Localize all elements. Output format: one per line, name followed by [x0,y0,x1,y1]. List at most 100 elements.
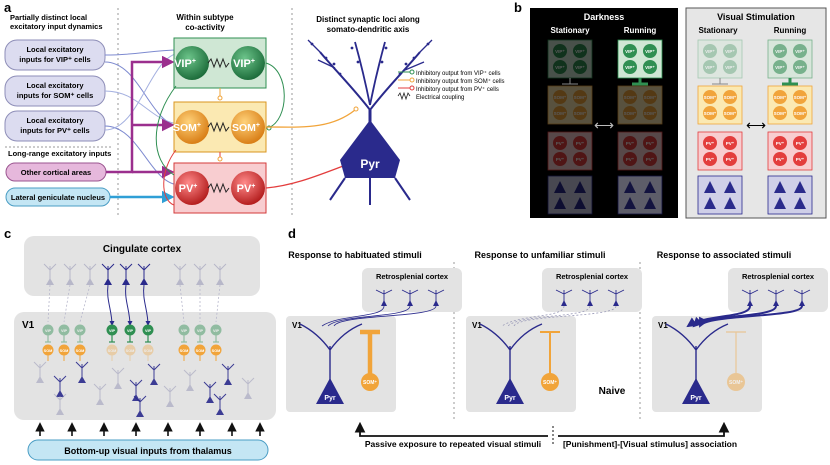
svg-text:SOM⁺: SOM⁺ [729,380,743,386]
retrosplenial-label: Retrosplenial cortex [376,272,449,281]
retro-soma [613,300,619,306]
svg-text:SOM: SOM [60,349,69,353]
c-som-cell: SOM [142,344,154,361]
panel-a-label: a [4,0,12,15]
pv-right-label: PV [237,183,252,195]
vip-cell-left [175,46,209,80]
svg-text:VIP: VIP [145,329,152,333]
svg-text:PV+: PV+ [179,183,198,195]
c-pyramidal-cell [241,377,255,399]
retrosplenial-label: Retrosplenial cortex [556,272,629,281]
d-som-cell: SOM⁺ [540,331,560,391]
panel-d-label: d [288,226,296,241]
svg-text:SOM: SOM [108,349,117,353]
b-vip-cell [773,60,787,74]
svg-text:SOM+: SOM+ [232,122,260,134]
b-som-cell-label: SOM⁺ [644,95,657,100]
b-cell-box-vip-3: VIP⁺VIP⁺VIP⁺VIP⁺ [767,39,813,79]
lgn-label: Lateral geniculate nucleus [11,193,105,202]
b-som-cell-label: SOM⁺ [574,111,587,116]
b-pv-cell-label: PV⁺ [556,157,565,162]
c-pyramidal-cell [193,263,207,285]
b-som-cell [623,106,637,120]
c-pyramidal-cell [33,361,47,383]
c-pyramidal-cell [63,263,77,285]
b-pv-cell-label: PV⁺ [646,157,655,162]
b-pyr-cell [774,181,786,193]
visual-stim-title: Visual Stimulation [717,12,795,22]
retrosplenial-box [542,268,642,312]
vip-left-plus: + [192,58,196,65]
legend-gap: Electrical coupling [416,95,464,101]
dark-compare-arrow: ⟷ [594,117,614,133]
b-som-cell-label: SOM⁺ [554,111,567,116]
panel-c-label: c [4,226,11,241]
b-vip-cell [703,60,717,74]
vip-cell-right [231,46,265,80]
c-vip-cell: VIP [42,324,54,343]
b-pyr-cell [724,181,736,193]
b-som-cell [643,106,657,120]
b-cell-box-pv-1: PV⁺PV⁺PV⁺PV⁺ [617,131,663,171]
b-pv-cell [723,152,737,166]
pv-coactivity-box: PV+ PV+ [173,162,267,214]
b-vip-cell [793,44,807,58]
c-som-cell: SOM [210,344,222,361]
cingulate-title: Cingulate cortex [103,244,182,255]
b-pv-cell [573,136,587,150]
d-projection [699,305,803,328]
b-som-cell-label: SOM⁺ [724,111,737,116]
b-vip-cell [793,60,807,74]
long-range-connections [106,55,175,204]
b-pv-cell [573,152,587,166]
c-pyramidal-cell [183,369,197,391]
c-pyramidal-cell [133,395,147,417]
c-pyramidal-cell [53,375,67,397]
c-som-cell: SOM [74,344,86,361]
other-cortical-label: Other cortical areas [21,168,91,177]
c-pyramidal-cell [213,393,227,415]
thalamus-box [27,439,269,461]
v1-label-c: V1 [22,320,35,331]
panel-a-legend: Inhibitory output from VIP⁺ cells Inhibi… [397,69,505,101]
b-pv-cell [793,152,807,166]
b-pv-cell-label: PV⁺ [796,157,805,162]
v1-box-d [652,316,762,412]
passive-exposure-label: Passive exposure to repeated visual stim… [365,439,541,449]
b-pv-cell-label: PV⁺ [576,157,585,162]
associated-title: Response to associated stimuli [657,250,792,260]
c-som-cell: SOM [124,344,136,361]
b-som-cell [553,106,567,120]
b-cell-box-pyr-3 [767,175,813,215]
b-vip-cell-label: VIP⁺ [705,65,715,70]
c-pyramidal-cell [119,263,133,285]
b-cell-box-som-2: SOM⁺SOM⁺SOM⁺SOM⁺ [697,85,743,125]
c-vip-cell: VIP [178,324,190,343]
b-som-cell-label: SOM⁺ [794,95,807,100]
som-input-line-2: inputs for SOM⁺ cells [17,91,93,100]
b-pv-cell [623,136,637,150]
b-vip-cell [773,44,787,58]
b-pv-cell [773,152,787,166]
c-pyramidal-cell [75,361,89,383]
b-pyr-cell [554,181,566,193]
b-vip-cell [553,44,567,58]
svg-text:SOM: SOM [196,349,205,353]
c-vip-cell: VIP [106,324,118,343]
som-input-line-1: Local excitatory [26,81,84,90]
b-som-cell [723,106,737,120]
d-pyr-soma [496,378,524,404]
b-cell-box-pyr-0 [547,175,593,215]
b-vip-cell [703,44,717,58]
b-som-cell [793,106,807,120]
svg-text:VIP: VIP [61,329,68,333]
vip-right-plus: + [251,58,255,65]
pv-input-box: Local excitatory inputs for PV⁺ cells [4,110,106,142]
c-pyramidal-cell [221,363,235,385]
svg-text:SOM: SOM [212,349,221,353]
svg-text:VIP: VIP [109,329,116,333]
c-pyramidal-cell [213,263,227,285]
b-cell-box-som-3: SOM⁺SOM⁺SOM⁺SOM⁺ [767,85,813,125]
